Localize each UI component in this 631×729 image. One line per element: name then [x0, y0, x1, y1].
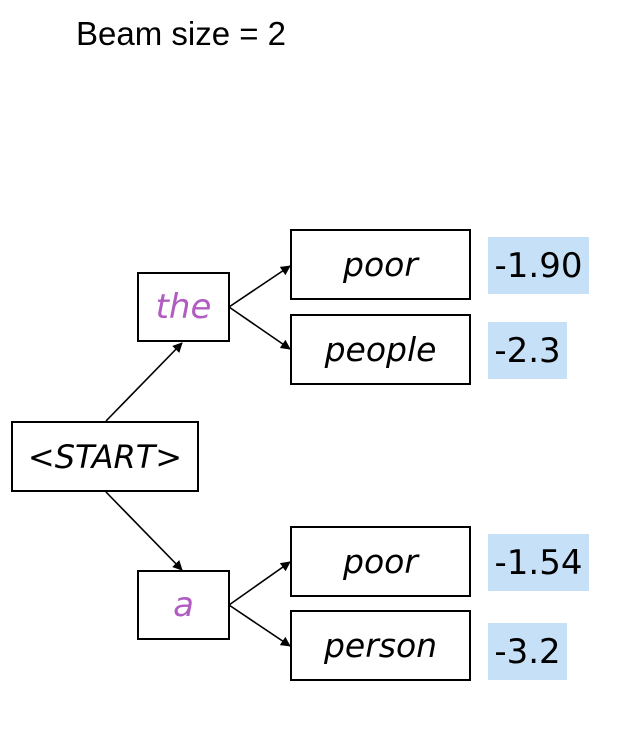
diagram-title: Beam size = 2 — [76, 15, 287, 52]
score-the-people: -2.3 — [488, 322, 567, 379]
start-node: <START> — [11, 421, 199, 492]
edge-start-to-the — [105, 342, 183, 422]
node-the-people: people — [290, 314, 471, 385]
node-a: a — [137, 570, 230, 640]
edge-the-to-poor — [228, 265, 291, 308]
node-the-poor: poor — [290, 229, 471, 300]
edge-the-to-people — [228, 306, 291, 350]
score-the-poor: -1.90 — [488, 237, 589, 294]
edge-start-to-a — [105, 491, 183, 571]
node-a-person: person — [290, 610, 471, 681]
node-the: the — [137, 272, 230, 342]
edge-a-to-poor — [228, 561, 291, 606]
edge-a-to-person — [228, 604, 291, 647]
node-a-poor: poor — [290, 526, 471, 597]
score-a-person: -3.2 — [488, 623, 567, 680]
score-a-poor: -1.54 — [488, 534, 589, 591]
